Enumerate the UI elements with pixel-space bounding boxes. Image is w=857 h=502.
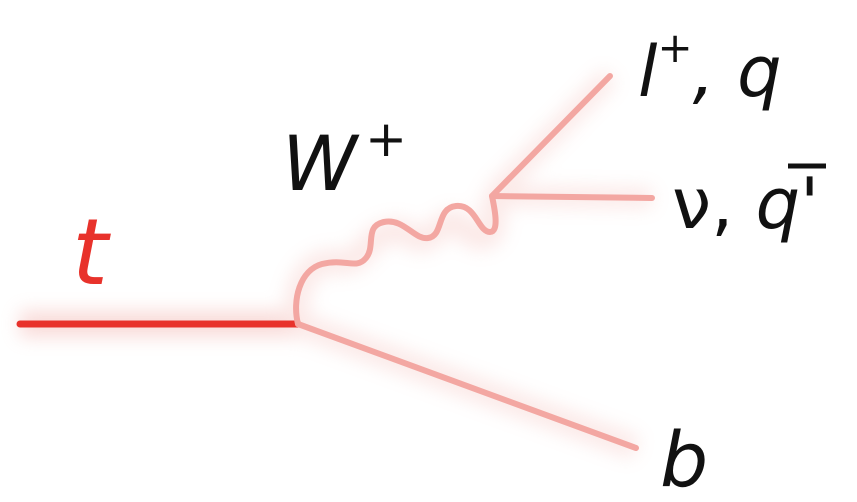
neutrino-antiquark-line	[489, 193, 655, 201]
antiquark-symbol: q	[756, 163, 800, 245]
top-quark-label: t	[72, 199, 111, 306]
w-boson-propagator	[293, 193, 499, 327]
quark-symbol: , q	[693, 31, 782, 113]
bottom-quark-line	[295, 321, 639, 451]
w-boson-label: W+	[282, 110, 407, 208]
lepton-charge: +	[657, 23, 692, 72]
w-boson-charge: +	[365, 110, 407, 168]
neutrino-antiquark-label: ν, q'	[672, 163, 819, 245]
bottom-quark-label: b	[660, 415, 708, 502]
antiquark-prime: '	[800, 163, 819, 245]
lepton-quark-line	[489, 73, 613, 199]
lepton-quark-label: l+, q	[638, 23, 782, 113]
w-boson-symbol: W	[282, 119, 360, 208]
neutrino-symbol: ν,	[672, 163, 756, 245]
lepton-symbol: l	[638, 31, 658, 113]
